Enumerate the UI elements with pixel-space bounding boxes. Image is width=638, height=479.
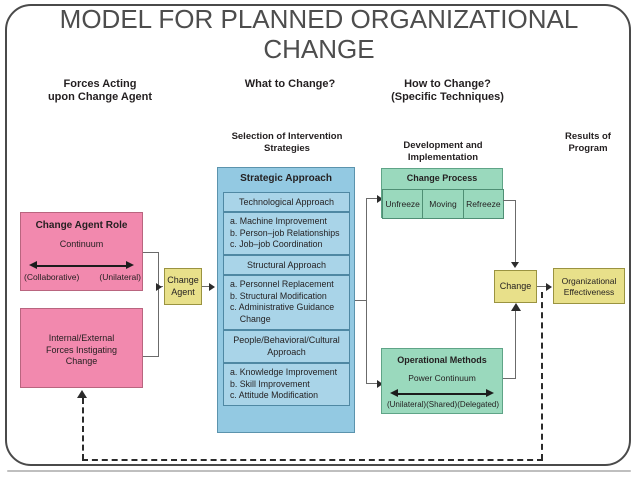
arrow-into-change-agent-icon <box>156 283 162 291</box>
list-item: b. Skill Improvement <box>230 378 310 389</box>
subheader-intervention-line2: Strategies <box>264 143 310 154</box>
header-forces-acting: Forces Acting upon Change Agent <box>30 78 170 104</box>
people-approach-heading-line2: Approach <box>267 346 306 357</box>
connector-change-process-out <box>503 200 516 201</box>
technological-approach-heading: Technological Approach <box>238 197 335 207</box>
page-title: MODEL FOR PLANNED ORGANIZATIONAL CHANGE <box>59 4 579 64</box>
power-continuum-label: Power Continuum <box>408 372 476 383</box>
list-structural-approach: a. Personnel Replacement b. Structural M… <box>223 275 350 330</box>
header-what-to-change: What to Change? <box>225 78 355 91</box>
stage-moving: Moving <box>423 189 464 219</box>
section-heading-structural-approach: Structural Approach <box>223 255 350 275</box>
stage-unfreeze: Unfreeze <box>382 189 424 219</box>
header-forces-acting-line2: upon Change Agent <box>47 91 153 103</box>
box-change-agent-role: Change Agent Role Continuum (Collaborati… <box>20 212 143 291</box>
arrow-down-into-change-icon <box>511 262 519 268</box>
connector-change-to-effectiveness <box>537 286 548 287</box>
list-people-behavioral-cultural-approach: a. Knowledge Improvement b. Skill Improv… <box>223 363 350 406</box>
list-item: c. Administrative Guidance <box>230 302 335 312</box>
operational-methods-title: Operational Methods <box>397 355 487 365</box>
feedback-loop-vertical-left <box>82 398 84 460</box>
subheader-results-line1: Results of <box>565 131 611 142</box>
connector-pink2-out <box>143 356 159 357</box>
subheader-development-line1: Development and <box>403 140 483 151</box>
section-heading-people-behavioral-cultural-approach: People/Behavioral/Cultural Approach <box>223 330 350 363</box>
connector-operational-methods-up <box>515 310 516 378</box>
power-continuum-arrow-icon <box>390 389 494 398</box>
box-internal-external-forces: Internal/External Forces Instigating Cha… <box>20 308 143 388</box>
arrow-into-operational-methods-icon <box>377 380 383 388</box>
change-agent-role-poles: (Collaborative) (Unilateral) <box>24 272 141 283</box>
instigating-forces-line1: Internal/External <box>48 333 115 343</box>
box-change-agent: Change Agent <box>164 268 202 305</box>
change-process-stages: Unfreeze Moving Refreeze <box>382 189 504 219</box>
connector-to-operational-methods <box>366 383 380 384</box>
arrow-into-effectiveness-icon <box>546 283 552 291</box>
change-agent-role-title: Change Agent Role <box>35 220 128 231</box>
list-item: Change <box>230 313 271 324</box>
pole-unilateral: (Unilateral) <box>99 272 141 282</box>
change-agent-line2: Agent <box>171 286 195 297</box>
arrow-into-strategic-approach-icon <box>209 283 215 291</box>
power-continuum-poles: (Unilateral)(Shared)(Delegated) <box>386 400 500 409</box>
change-result-label: Change <box>499 281 532 291</box>
list-item: a. Knowledge Improvement <box>230 367 338 377</box>
connector-to-change-process <box>366 198 380 199</box>
header-how-to-change-line1: How to Change? <box>404 78 491 90</box>
structural-approach-heading: Structural Approach <box>246 260 327 270</box>
list-item: c. Attitude Modification <box>230 390 319 400</box>
organizational-effectiveness-line2: Effectiveness <box>563 287 615 297</box>
subheader-development-line2: Implementation <box>407 152 479 163</box>
instigating-forces-line2: Forces Instigating <box>45 344 118 355</box>
connector-change-process-down <box>515 200 516 264</box>
connector-strategy-bracket <box>366 198 367 383</box>
section-heading-technological-approach: Technological Approach <box>223 192 350 212</box>
list-item: a. Machine Improvement <box>230 216 327 226</box>
connector-pink-bracket <box>158 252 159 357</box>
list-technological-approach: a. Machine Improvement b. Person–job Rel… <box>223 212 350 255</box>
list-item: c. Job–job Coordination <box>230 239 323 249</box>
continuum-arrow-icon <box>29 261 134 270</box>
slide-frame-border <box>5 4 631 466</box>
box-organizational-effectiveness: Organizational Effectiveness <box>553 268 625 304</box>
box-change-result: Change <box>494 270 537 303</box>
arrow-into-change-process-icon <box>377 195 383 203</box>
connector-operational-methods-out <box>503 378 516 379</box>
connector-agent-to-strategy <box>202 286 211 287</box>
pole-collaborative: (Collaborative) <box>24 272 80 282</box>
strategic-approach-title: Strategic Approach <box>240 173 332 184</box>
list-item: a. Personnel Replacement <box>230 279 334 289</box>
feedback-loop-vertical-right <box>541 292 543 460</box>
box-operational-methods: Operational Methods Power Continuum (Uni… <box>381 348 503 414</box>
feedback-loop-horizontal-bottom <box>82 459 543 461</box>
organizational-effectiveness-line1: Organizational <box>561 276 617 286</box>
box-change-process: Change Process Unfreeze Moving Refreeze <box>381 168 504 219</box>
subheader-intervention-line1: Selection of Intervention <box>231 131 343 142</box>
arrow-feedback-into-forces-icon <box>77 390 87 398</box>
arrow-up-into-change-icon <box>511 303 521 311</box>
connector-pink1-out <box>143 252 159 253</box>
connector-strategy-out <box>355 300 367 301</box>
change-process-title: Change Process <box>406 173 478 183</box>
change-agent-line1: Change <box>167 275 199 285</box>
stage-refreeze: Refreeze <box>463 189 504 219</box>
subheader-results-of-program: Results of Program <box>548 131 628 155</box>
header-how-to-change: How to Change? (Specific Techniques) <box>385 78 510 104</box>
subheader-development-and-implementation: Development and Implementation <box>382 140 504 164</box>
list-item: b. Person–job Relationships <box>230 227 340 238</box>
change-agent-role-continuum-label: Continuum <box>59 239 104 249</box>
header-forces-acting-line1: Forces Acting <box>63 78 137 90</box>
subheader-selection-of-intervention-strategies: Selection of Intervention Strategies <box>216 131 358 155</box>
box-strategic-approach: Strategic Approach Technological Approac… <box>217 167 355 433</box>
list-item: b. Structural Modification <box>230 290 327 301</box>
slide-frame-shadow <box>7 470 631 472</box>
people-approach-heading-line1: People/Behavioral/Cultural <box>233 335 340 345</box>
instigating-forces-line3: Change <box>65 356 98 366</box>
subheader-results-line2: Program <box>568 143 608 154</box>
header-how-to-change-line2: (Specific Techniques) <box>391 91 504 103</box>
header-what-to-change-label: What to Change? <box>244 78 336 90</box>
